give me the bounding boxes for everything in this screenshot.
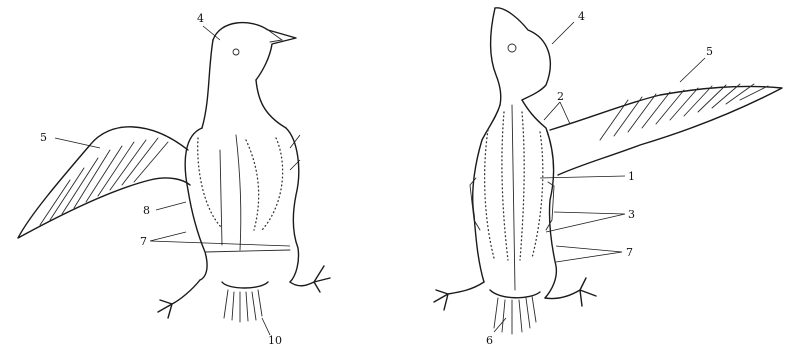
- right-bird-dotted-muscle-3: [502, 112, 508, 260]
- right-bird-body-left: [473, 105, 500, 282]
- left-bird-dotted-muscle-2: [262, 138, 283, 230]
- right-bird-head-left: [491, 8, 501, 105]
- left-leader-8: [156, 202, 186, 210]
- left-leader-7: [150, 232, 290, 246]
- left-bird-sternum: [236, 135, 241, 250]
- right-label-5: 5: [706, 45, 713, 58]
- left-label-4: 4: [197, 12, 204, 25]
- right-bird-dotted-muscle-2: [532, 132, 543, 258]
- left-bird-head: [213, 23, 296, 80]
- right-leader-7: [556, 246, 622, 262]
- right-leader-6: [494, 318, 506, 332]
- right-bird-wing: [550, 86, 782, 175]
- right-bird-left-notch: [470, 178, 480, 230]
- right-bird-eye: [508, 44, 516, 52]
- right-leader-5: [680, 58, 705, 82]
- left-label-10: 10: [268, 334, 282, 347]
- right-bird-right-leg: [545, 278, 596, 306]
- left-bird-tail-base: [222, 282, 268, 288]
- left-bird-tail-feathers: [224, 290, 262, 322]
- left-bird-neck-right: [256, 80, 286, 128]
- left-bird-dotted-muscle-3: [246, 140, 259, 230]
- left-label-5: 5: [40, 131, 47, 144]
- right-bird-dotted-muscle-1: [485, 130, 494, 258]
- right-label-1: 1: [628, 170, 635, 183]
- right-bird-dotted-muscle-4: [520, 112, 524, 260]
- left-bird-dotted-muscle-1: [198, 138, 222, 228]
- right-leader-4: [552, 22, 574, 44]
- right-label-3: 3: [628, 208, 635, 221]
- left-bird-neck-left: [202, 40, 213, 128]
- right-bird: 4 5 2 1 3 7 6: [434, 8, 782, 347]
- right-leader-3: [546, 212, 625, 232]
- left-bird-pelvis-line: [205, 250, 290, 252]
- left-bird-body-right: [286, 128, 299, 282]
- right-bird-spine: [512, 105, 515, 290]
- left-bird-keel-line: [220, 150, 222, 245]
- left-bird-eye: [233, 49, 239, 55]
- left-bird-body-left: [185, 128, 207, 280]
- left-leader-5: [55, 138, 100, 148]
- right-bird-tail-feathers: [494, 296, 536, 334]
- right-bird-left-leg: [434, 282, 484, 310]
- left-leader-10: [262, 318, 270, 335]
- right-label-7: 7: [626, 246, 633, 259]
- right-label-6: 6: [486, 334, 493, 347]
- right-label-2: 2: [557, 90, 564, 103]
- right-bird-wing-feathers: [600, 84, 768, 140]
- left-bird-left-leg: [158, 280, 200, 318]
- right-leader-2: [544, 102, 570, 124]
- left-bird: 4 5 8 7 10: [18, 12, 330, 347]
- right-label-4: 4: [578, 10, 585, 23]
- right-bird-head: [495, 8, 550, 100]
- left-label-7: 7: [140, 235, 147, 248]
- left-label-8: 8: [143, 204, 150, 217]
